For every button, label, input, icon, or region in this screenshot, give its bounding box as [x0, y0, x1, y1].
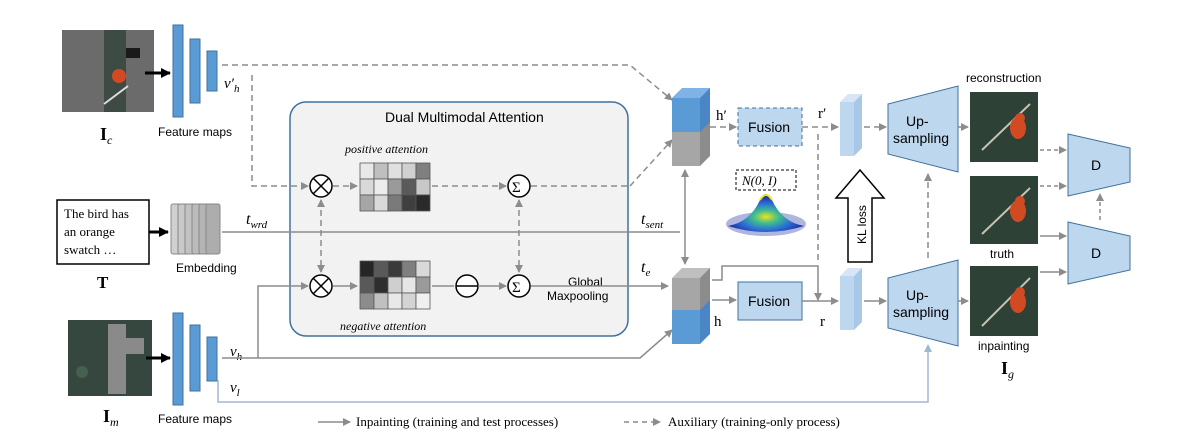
- upsampling-bottom-box: [887, 259, 959, 347]
- discriminator-bottom-box: [1067, 221, 1131, 285]
- discriminator-top-label: D: [1091, 157, 1101, 173]
- legend-solid-label: Inpainting (training and test processes): [356, 414, 558, 429]
- truth-image: [970, 176, 1038, 244]
- tsent-label: tsent: [641, 211, 664, 231]
- multiply-operator-top: [309, 174, 333, 198]
- rprime-block: [840, 94, 862, 156]
- minus-operator: [455, 274, 479, 298]
- gaussian-surface-image: [726, 194, 806, 236]
- upsampling-top-label-2: sampling: [893, 130, 949, 146]
- feature-maps-bottom: [172, 312, 218, 406]
- positive-attention-label: positive attention: [344, 142, 428, 156]
- sum-top-to-block-diag: [629, 139, 673, 187]
- ig-label: Ig: [1001, 358, 1014, 381]
- upsampling-bottom-label-1: Up-: [906, 287, 929, 303]
- twrd-label: twrd: [246, 211, 268, 231]
- r-prime-label: r′: [818, 106, 826, 122]
- reconstruction-label: reconstruction: [966, 71, 1041, 85]
- truth-label: truth: [990, 247, 1014, 261]
- reconstruction-image: [970, 92, 1038, 162]
- upsampling-top-label-1: Up-: [906, 113, 929, 129]
- kl-loss-arrow: [834, 168, 886, 263]
- feature-maps-bottom-label: Feature maps: [158, 412, 232, 426]
- text-input-line-2: an orange: [64, 224, 115, 239]
- vh-prime-to-top-block: [222, 64, 673, 101]
- vl-to-upsampling: [217, 344, 932, 403]
- ic-label: Ic: [100, 124, 113, 147]
- r-block: [840, 268, 862, 330]
- positive-attention-grid: [359, 162, 431, 212]
- legend-dashed-label: Auxiliary (training-only process): [668, 414, 840, 429]
- inpainting-image: [970, 266, 1038, 336]
- global-maxpooling-label-2: Maxpooling: [547, 289, 608, 303]
- r-label: r: [820, 314, 825, 330]
- upsampling-top-box: [887, 85, 959, 173]
- negative-attention-grid: [359, 260, 431, 310]
- h-skip-line: [712, 265, 822, 301]
- text-input-line-3: swatch …: [64, 242, 116, 257]
- vl-label: vl: [230, 380, 240, 399]
- vh-prime-dashed-to-multiply: [251, 75, 309, 190]
- t-label: T: [97, 273, 109, 292]
- fusion-top-label: Fusion: [748, 119, 790, 135]
- vh-label: vh: [230, 344, 243, 363]
- h-prime-label: h′: [716, 108, 727, 124]
- normal-dist-label: N(0, I): [741, 173, 777, 188]
- feature-maps-top: [172, 24, 218, 118]
- negative-attention-label: negative attention: [340, 319, 426, 333]
- vh-to-multiply-bottom: [257, 282, 309, 358]
- corrupted-image-ic: [62, 30, 154, 112]
- feature-maps-top-label: Feature maps: [158, 125, 232, 139]
- multiply-operator-bottom: [309, 274, 333, 298]
- h-label: h: [714, 314, 722, 330]
- vh-to-bottom-block: [222, 329, 673, 359]
- text-input-box: [56, 199, 150, 265]
- svg-text:Σ: Σ: [512, 280, 521, 296]
- kl-loss-label: KL loss: [855, 205, 869, 244]
- sum-operator-bottom: Σ: [507, 274, 531, 298]
- dma-title: Dual Multimodal Attention: [385, 109, 544, 125]
- global-maxpooling-label-1: Global: [568, 275, 603, 289]
- sum-operator-top: Σ: [507, 174, 531, 198]
- bottom-concat-block: [672, 268, 710, 344]
- upsampling-bottom-label-2: sampling: [893, 304, 949, 320]
- discriminator-bottom-label: D: [1091, 245, 1101, 261]
- inpainting-label: inpainting: [978, 339, 1029, 353]
- fusion-bottom-label: Fusion: [748, 293, 790, 309]
- normal-dist-box: [735, 169, 797, 191]
- masked-image-im: [68, 320, 152, 396]
- vh-prime-label: v′h: [224, 76, 240, 95]
- embedding-stack: [170, 203, 221, 255]
- te-label: te: [641, 259, 650, 279]
- discriminator-top-box: [1067, 133, 1131, 197]
- im-label: Im: [103, 406, 119, 429]
- text-input-line-1: The bird has: [64, 206, 129, 221]
- fusion-top-box: [737, 107, 803, 147]
- svg-text:Σ: Σ: [512, 180, 521, 196]
- top-concat-block: [672, 88, 710, 166]
- embedding-label: Embedding: [176, 261, 237, 275]
